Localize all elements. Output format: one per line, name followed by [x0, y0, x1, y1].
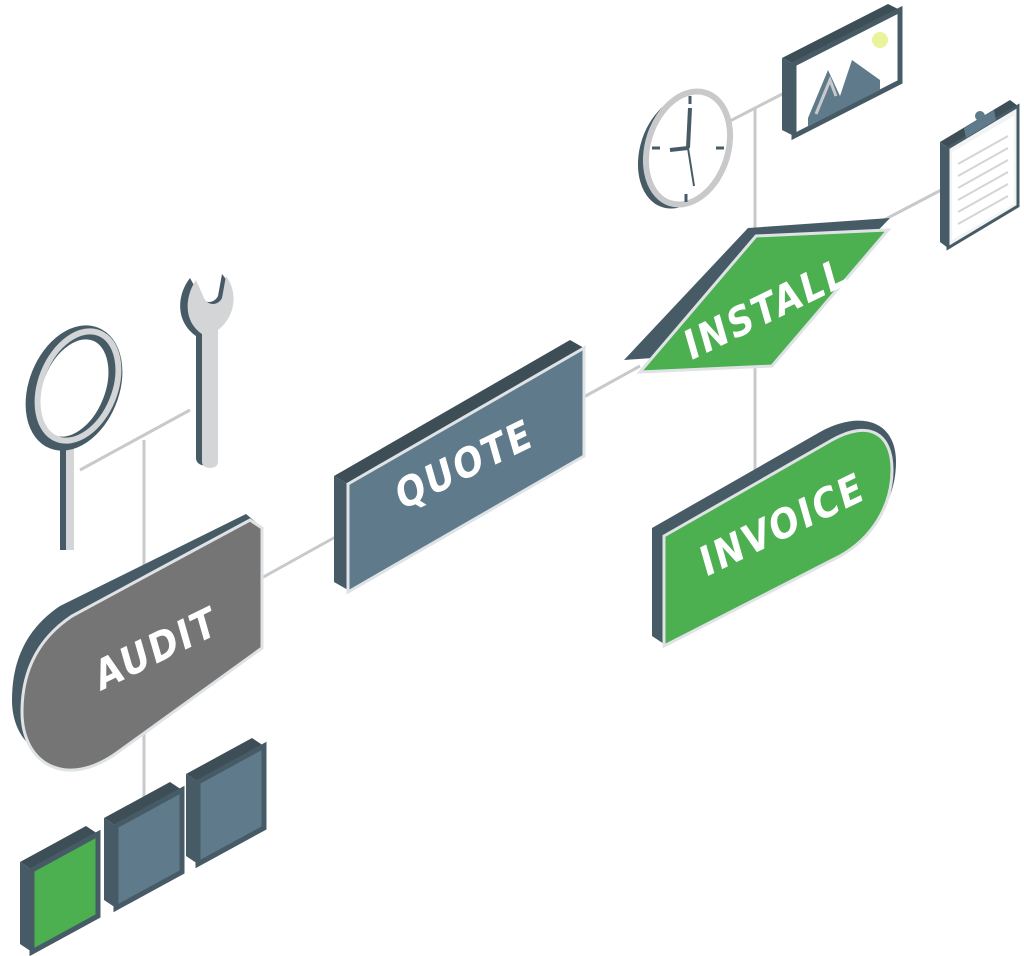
connector-tools-branch — [79, 408, 191, 472]
connector-clock-image — [727, 88, 791, 124]
connector-install-clipboard — [879, 186, 946, 224]
tile-slate-2 — [186, 738, 267, 869]
magnifier-icon — [25, 325, 123, 550]
node-install: INSTALL — [624, 218, 892, 374]
connectors — [79, 88, 946, 800]
connector-quote-install — [581, 364, 641, 400]
image-icon — [782, 4, 903, 141]
connector-audit-quote — [257, 528, 349, 582]
install-face — [636, 228, 892, 374]
quote-face — [346, 345, 586, 595]
invoice-face — [662, 429, 894, 649]
clock-icon — [637, 88, 734, 209]
tile-slate-1 — [104, 782, 185, 913]
wrench-icon — [180, 274, 234, 468]
tile-green — [20, 826, 101, 956]
node-invoice: INVOICE — [652, 420, 896, 649]
node-quote: QUOTE — [334, 340, 586, 595]
node-audit: AUDIT — [12, 514, 264, 772]
audit-face — [20, 518, 264, 772]
clipboard-icon — [940, 100, 1020, 251]
